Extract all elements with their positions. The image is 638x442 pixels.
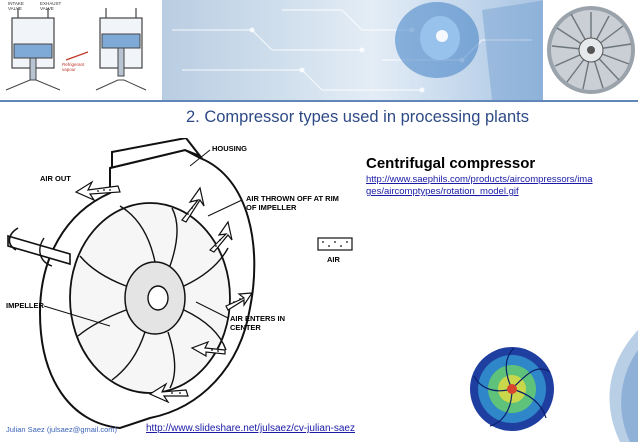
technology-banner-image — [162, 0, 546, 100]
slide-title: 2. Compressor types used in processing p… — [186, 108, 530, 126]
compressor-drawing — [7, 136, 353, 430]
corner-decoration — [560, 330, 638, 442]
turbine-fan-icon — [547, 6, 635, 94]
centrifugal-compressor-diagram: HOUSING AIR OUT AIR THROWN OFF AT RIM OF… — [0, 136, 360, 438]
header-banner: INTAKE VALVE EXHAUST VALVE Refrigerant v… — [0, 0, 638, 100]
turbine-fan-image — [543, 0, 638, 100]
footer-author: Julian Saez (julsaez@gmail.com) — [6, 425, 117, 434]
air-out-label: AIR OUT — [40, 174, 71, 183]
intake-valve-label: INTAKE VALVE — [8, 1, 24, 11]
air-enters-label: AIR ENTERS IN CENTER — [230, 314, 286, 332]
circuit-board-graphic — [172, 0, 546, 100]
housing-label: HOUSING — [212, 144, 248, 153]
air-thrown-off-label: AIR THROWN OFF AT RIM OF IMPELLER — [246, 194, 339, 212]
compressor-type-heading: Centrifugal compressor — [366, 155, 536, 172]
impeller-simulation-image — [468, 342, 556, 436]
exhaust-valve-label: EXHAUST VALVE — [40, 1, 62, 11]
piston-cycle-drawing — [5, 8, 147, 91]
blue-swoosh-graphic — [609, 330, 638, 442]
impeller-flow-render — [468, 342, 556, 436]
refrigerant-vapour-label: Refrigerant vapour — [62, 62, 85, 72]
impeller-label: IMPELLER — [6, 301, 44, 310]
compressor-cycle-image: INTAKE VALVE EXHAUST VALVE Refrigerant v… — [0, 0, 165, 100]
footer-link[interactable]: http://www.slideshare.net/julsaez/cv-jul… — [146, 423, 355, 434]
source-link[interactable]: http://www.saephils.com/products/aircomp… — [366, 174, 593, 197]
air-legend-label: AIR — [327, 255, 340, 264]
banner-divider — [0, 100, 638, 102]
